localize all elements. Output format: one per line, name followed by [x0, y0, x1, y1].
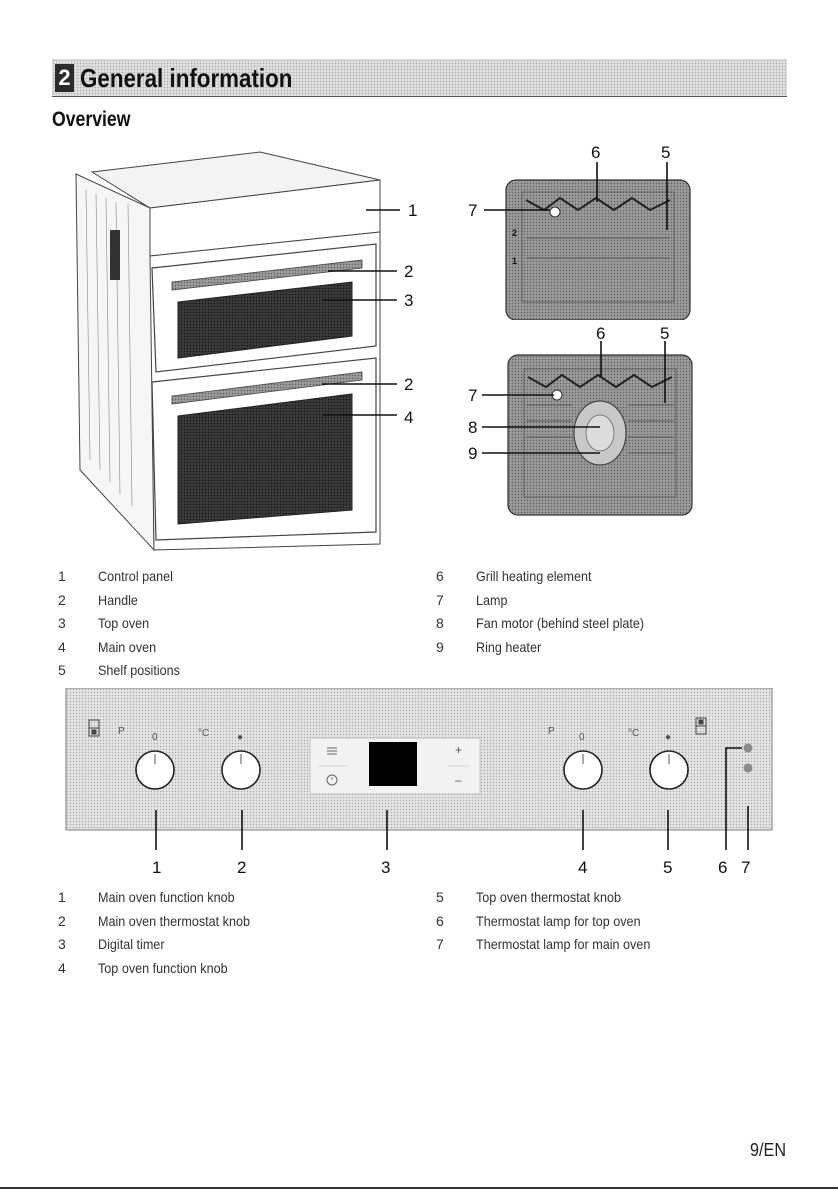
section-header-bar — [52, 59, 787, 97]
main-oven-window — [177, 393, 353, 525]
panel-callout-3: 3 — [381, 858, 390, 877]
top-thermostat-dot-symbol: ● — [665, 732, 671, 743]
oven-callout-1: 1 — [408, 201, 417, 220]
top-oven-symbol-icon — [695, 717, 707, 735]
top-cavity-shelf-1: 1 — [512, 256, 517, 266]
main-oven-handle — [171, 371, 363, 405]
panel-callout-4: 4 — [578, 858, 587, 877]
top-cavity-callout-7: 7 — [468, 201, 477, 220]
top-function-p-symbol: P — [548, 726, 555, 737]
panel-callout-5: 5 — [663, 858, 672, 877]
main-cavity-callout-5: 5 — [660, 325, 669, 343]
control-panel-illustration: P 0 °C ● + – P 0 °C ● — [65, 688, 773, 877]
oven-callout-4: 4 — [404, 408, 413, 427]
timer-clock-icon — [326, 774, 338, 786]
main-oven-thermostat-knob[interactable] — [221, 750, 261, 790]
top-thermostat-celsius-symbol: °C — [628, 728, 639, 739]
oven-callout-2: 2 — [404, 262, 413, 281]
top-oven-handle — [171, 259, 363, 291]
panel-callout-2: 2 — [237, 858, 246, 877]
top-oven-window — [177, 281, 353, 359]
main-oven-thermostat-lamp — [743, 763, 753, 773]
timer-plus-symbol: + — [455, 743, 462, 757]
grill-element-top — [525, 196, 671, 212]
timer-minus-symbol: – — [455, 773, 462, 787]
top-cavity-illustration: 2 1 6 5 7 — [468, 143, 691, 320]
section-number-badge: 2 — [55, 64, 74, 92]
timer-display — [369, 742, 417, 786]
page-bottom-rule — [0, 1187, 838, 1189]
main-cavity-callout-9: 9 — [468, 444, 477, 463]
top-oven-thermostat-lamp — [743, 743, 753, 753]
main-oven-function-knob[interactable] — [135, 750, 175, 790]
main-cavity-illustration: 6 5 7 8 9 — [468, 325, 693, 516]
main-thermostat-celsius-symbol: °C — [198, 728, 209, 739]
oven-callout-3: 3 — [404, 291, 413, 310]
subsection-title: Overview — [52, 108, 131, 131]
main-thermostat-dot-symbol: ● — [237, 732, 243, 743]
main-cavity-callout-8: 8 — [468, 418, 477, 437]
section-title: General information — [80, 63, 293, 93]
top-oven-thermostat-knob[interactable] — [649, 750, 689, 790]
main-function-p-symbol: P — [118, 726, 125, 737]
main-function-zero-symbol: 0 — [152, 732, 158, 743]
grill-element-main — [527, 373, 673, 389]
top-cavity-callout-5: 5 — [661, 143, 670, 162]
oven-symbol-icon — [88, 719, 100, 737]
oven-callout-2-lower: 2 — [404, 375, 413, 394]
oven-illustration: 1 2 3 2 4 — [75, 151, 417, 552]
top-cavity-lamp — [549, 206, 561, 218]
section-header-rule — [52, 96, 787, 97]
page-number: 9/EN — [749, 1140, 786, 1160]
top-cavity-callout-6: 6 — [591, 143, 600, 162]
panel-callout-7: 7 — [741, 858, 750, 877]
panel-callout-6: 6 — [718, 858, 727, 877]
top-cavity-shelf-2: 2 — [512, 228, 517, 238]
top-oven-function-knob[interactable] — [563, 750, 603, 790]
timer-menu-icon — [327, 747, 337, 755]
top-function-zero-symbol: 0 — [579, 732, 585, 743]
main-cavity-callout-7: 7 — [468, 386, 477, 405]
oven-side-vent — [110, 230, 120, 280]
main-cavity-callout-6: 6 — [596, 325, 605, 343]
panel-callout-1: 1 — [152, 858, 161, 877]
